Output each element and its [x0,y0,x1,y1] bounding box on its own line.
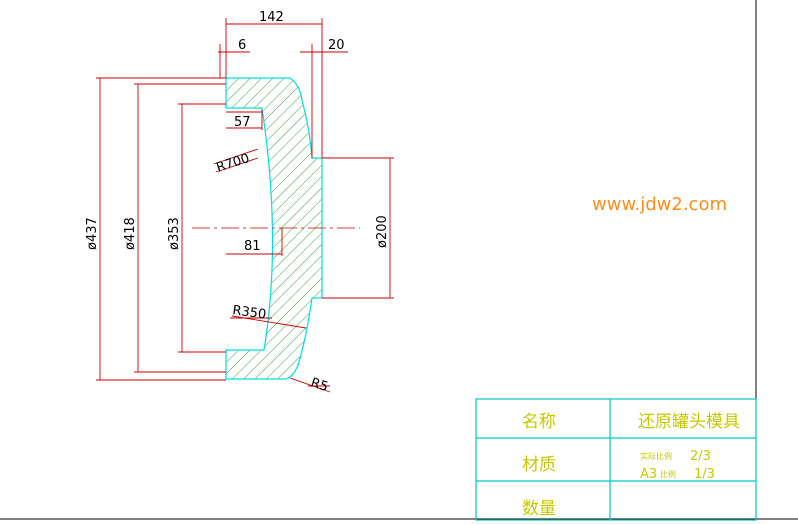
dim-6: 6 [238,38,246,53]
scale-row1-small: 实际比例 [640,451,672,461]
watermark: www.jdw2.com [592,194,727,215]
dim-r700: R700 [215,151,252,176]
dim-57: 57 [234,115,251,130]
scale-row2-prefix: A3 [640,467,657,482]
dim-81: 81 [244,239,261,254]
title-block: 名称 还原罐头模具 材质 数量 实际比例 2/3 A3 比例 1/3 [475,398,757,521]
title-material-label: 材质 [522,455,556,475]
dimension-texts: 142 6 20 57 R700 81 R350 R5 ø437 ø418 ø3… [85,10,390,395]
dim-r350: R350 [231,303,267,323]
dim-d200: ø200 [375,215,390,248]
dim-d353: ø353 [167,217,182,250]
title-name-value: 还原罐头模具 [638,412,740,432]
dim-d437: ø437 [85,217,100,250]
hatched-section [225,77,323,380]
dimension-lines [96,18,394,393]
part-section [225,77,323,380]
scale-row1-value: 2/3 [690,449,711,464]
scale-row2-value: 1/3 [694,467,715,482]
dim-20: 20 [328,38,345,53]
scale-row2-small: 比例 [660,469,676,479]
dim-r5: R5 [309,376,330,396]
title-quantity-label: 数量 [522,499,556,519]
title-name-label: 名称 [522,412,556,432]
dim-142: 142 [259,10,284,25]
dim-d418: ø418 [123,217,138,250]
